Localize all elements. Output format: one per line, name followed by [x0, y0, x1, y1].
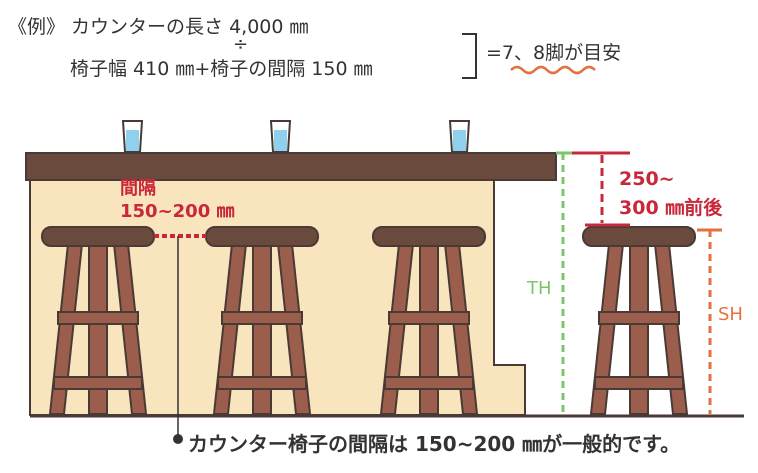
- formula-line1: 《例》 カウンターの長さ 4,000 ㎜: [8, 16, 309, 38]
- glass-icon: [448, 120, 471, 153]
- bar-stool: [582, 226, 696, 415]
- formula-bracket: [462, 33, 477, 79]
- bar-stool: [205, 226, 319, 415]
- counter-top: [25, 152, 557, 181]
- sh-label: SH: [718, 304, 743, 325]
- formula-result: =7、8脚が目安: [486, 42, 622, 64]
- gap-range: 150~200 ㎜: [120, 201, 235, 222]
- glass-icon: [121, 120, 144, 153]
- th-label: TH: [527, 278, 552, 299]
- height-diff-label: 250~: [619, 168, 675, 190]
- formula-divide: ÷: [233, 34, 249, 55]
- height-diff-label-2: 300 ㎜前後: [619, 197, 723, 219]
- bar-stool: [372, 226, 486, 415]
- wavy-underline: [510, 65, 596, 75]
- gap-title: 間隔: [120, 178, 156, 199]
- formula-line2: 椅子幅 410 ㎜+椅子の間隔 150 ㎜: [70, 58, 373, 80]
- caption-dot: [173, 434, 183, 444]
- caption: カウンター椅子の間隔は 150~200 ㎜が一般的です。: [188, 432, 681, 456]
- glass-icon: [269, 120, 292, 153]
